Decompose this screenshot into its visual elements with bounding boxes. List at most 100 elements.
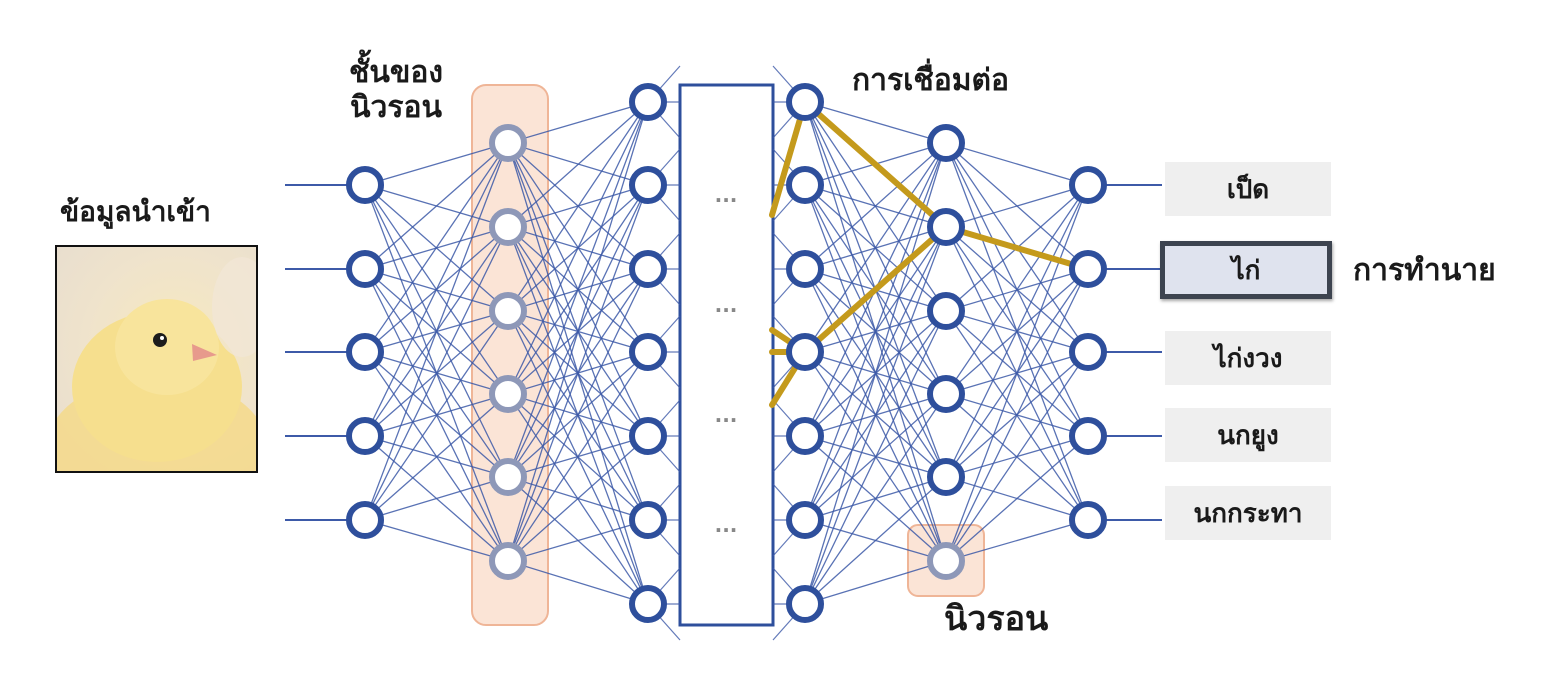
output-class-quail: นกกระทา <box>1165 486 1331 540</box>
highlighted-connection <box>943 224 1091 272</box>
neuron-node <box>786 585 824 623</box>
connection-edge <box>364 142 509 353</box>
connection-edge <box>945 142 1089 186</box>
neuron-node <box>489 542 527 580</box>
neuron-node <box>629 166 667 204</box>
neuron-layer-label-line2: นิวรอน <box>350 89 442 125</box>
connection-edge <box>507 101 649 478</box>
connection-edge <box>364 519 509 562</box>
connection-edge <box>945 435 1089 562</box>
highlighted-connection <box>769 99 808 218</box>
neuron-node <box>1069 333 1107 371</box>
connection-edge <box>364 142 509 270</box>
neuron-node <box>927 375 965 413</box>
connection-edge <box>507 435 649 562</box>
connection-edge <box>804 310 947 605</box>
neuron-node <box>629 585 667 623</box>
neuron-node <box>927 292 965 330</box>
neuron-layer-label-line1: ชั้นของ <box>348 55 444 90</box>
connection-edge <box>804 142 947 353</box>
output-class-duck: เป็ด <box>1165 162 1331 216</box>
ellipsis-mark: ... <box>715 513 738 537</box>
output-class-chicken-selected: ไก่ <box>1160 241 1332 299</box>
connection-edge <box>945 184 1089 562</box>
highlighted-connection <box>802 99 949 230</box>
neuron-node <box>1069 166 1107 204</box>
connection-edge <box>364 226 509 521</box>
neuron-node <box>629 417 667 455</box>
ellipsis-mark: ... <box>715 403 738 427</box>
input-image-chick <box>55 245 258 473</box>
output-class-peacock: นกยูง <box>1165 408 1331 462</box>
neuron-node <box>346 250 384 288</box>
connection-edge <box>945 184 1089 395</box>
connection-edge <box>507 519 649 562</box>
neuron-node <box>1069 417 1107 455</box>
neuron-layer-label: ชั้นของ นิวรอน <box>340 55 452 125</box>
neuron-node <box>489 292 527 330</box>
ellipsis-mark: ... <box>715 183 738 207</box>
neuron-node <box>346 501 384 539</box>
connection-edge <box>945 184 1089 478</box>
connection-edge <box>364 476 509 521</box>
neuron-node <box>786 333 824 371</box>
connection-edge <box>945 351 1089 562</box>
connection-edge <box>507 560 649 605</box>
connection-edge <box>507 101 649 312</box>
connection-edge <box>364 310 509 521</box>
neuron-node <box>346 417 384 455</box>
neuron-node <box>786 166 824 204</box>
neuron-node <box>489 208 527 246</box>
connection-edge <box>364 142 509 437</box>
connection-label: การเชื่อมต่อ <box>852 63 1010 98</box>
connection-edge <box>507 268 649 562</box>
connection-edge <box>507 101 649 228</box>
connection-edge <box>804 101 947 144</box>
connection-edge <box>945 268 1089 562</box>
connection-edge <box>507 101 649 562</box>
connection-edge <box>507 184 649 562</box>
connection-edge <box>804 393 947 605</box>
connection-edge <box>804 142 947 605</box>
connection-edge <box>945 184 1089 228</box>
neuron-node <box>629 83 667 121</box>
connection-edge <box>364 142 509 521</box>
neuron-node <box>629 501 667 539</box>
connection-edge <box>507 351 649 562</box>
hidden-layers-box <box>678 83 775 627</box>
connection-edge <box>507 101 649 395</box>
neuron-node <box>629 333 667 371</box>
neuron-node <box>786 417 824 455</box>
neuron-node <box>346 166 384 204</box>
neuron-node <box>489 124 527 162</box>
ellipsis-mark: ... <box>715 293 738 317</box>
connection-edge <box>945 519 1089 562</box>
neuron-node <box>927 542 965 580</box>
neuron-label: นิวรอน <box>944 599 1049 639</box>
neuron-node <box>489 458 527 496</box>
neuron-node <box>1069 501 1107 539</box>
connection-edge <box>364 142 509 186</box>
neuron-node <box>489 375 527 413</box>
prediction-label: การทำนาย <box>1353 253 1496 288</box>
neuron-node <box>786 83 824 121</box>
neuron-node <box>927 208 965 246</box>
highlighted-connection <box>802 224 949 355</box>
connection-edge <box>804 476 947 605</box>
connection-edge <box>804 226 947 605</box>
chick-illustration <box>57 257 256 471</box>
neuron-node <box>786 250 824 288</box>
connection-edge <box>804 560 947 605</box>
neuron-node <box>1069 250 1107 288</box>
neuron-node <box>786 501 824 539</box>
output-class-turkey: ไก่งวง <box>1165 331 1331 385</box>
neuron-node <box>346 333 384 371</box>
connection-edge <box>507 101 649 144</box>
neuron-node <box>927 458 965 496</box>
input-data-label: ข้อมูลนำเข้า <box>60 195 211 228</box>
connection-edge <box>364 393 509 521</box>
neuron-node <box>629 250 667 288</box>
neuron-node <box>927 124 965 162</box>
connection-edge <box>804 142 947 270</box>
